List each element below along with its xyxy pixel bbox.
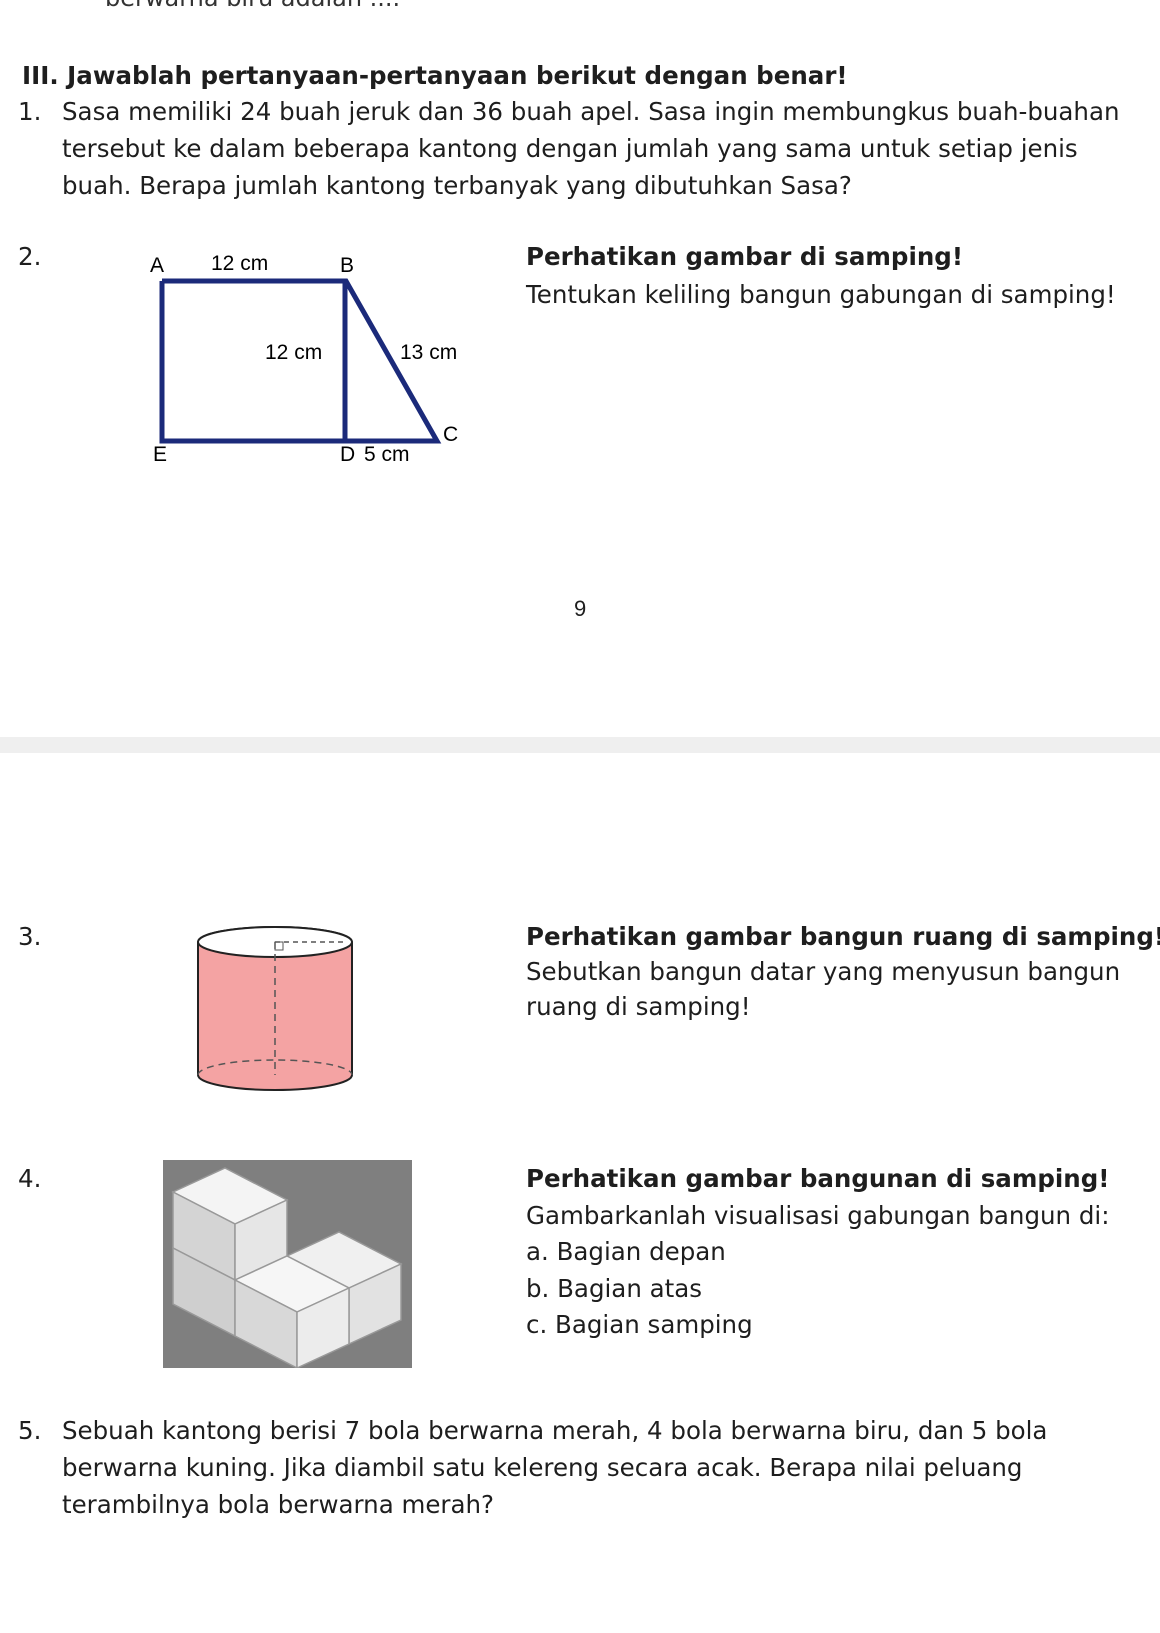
question-3-line-1: Sebutkan bangun datar yang menyusun bang…: [526, 957, 1121, 986]
segment-dc-label: 5 cm: [364, 443, 410, 466]
question-3-heading: Perhatikan gambar bangun ruang di sampin…: [526, 922, 1160, 951]
question-5-line-1: Sebuah kantong berisi 7 bola berwarna me…: [62, 1416, 1048, 1445]
question-1-line-1: Sasa memiliki 24 buah jeruk dan 36 buah …: [62, 97, 1120, 126]
question-4-number: 4.: [18, 1164, 42, 1193]
cube-building-image: [163, 1160, 412, 1370]
segment-bd-label: 12 cm: [265, 341, 322, 364]
composite-shape-figure: A 12 cm B 12 cm 13 cm C E D 5 cm: [150, 252, 458, 466]
question-4-text: Gambarkanlah visualisasi gabungan bangun…: [526, 1201, 1110, 1230]
question-1-number: 1.: [18, 97, 42, 126]
question-2-text: Tentukan keliling bangun gabungan di sam…: [526, 280, 1116, 309]
question-3-line-2: ruang di samping!: [526, 992, 751, 1021]
question-5-number: 5.: [18, 1416, 42, 1445]
question-3-number: 3.: [18, 922, 42, 951]
point-d-label: D: [340, 443, 355, 466]
question-1-line-3: buah. Berapa jumlah kantong terbanyak ya…: [62, 171, 852, 200]
question-2-heading: Perhatikan gambar di samping!: [526, 242, 964, 271]
cylinder-figure: [197, 926, 353, 1091]
cylinder-hidden-bottom-edge: [197, 1059, 353, 1076]
point-e-label: E: [153, 443, 167, 466]
point-c-label: C: [443, 423, 458, 446]
point-a-label: A: [150, 254, 164, 277]
segment-bc-label: 13 cm: [400, 341, 457, 364]
cut-off-previous-line: berwarna biru adalah ....: [105, 0, 400, 17]
section-title: III. Jawablah pertanyaan-pertanyaan beri…: [22, 61, 848, 90]
question-2-number: 2.: [18, 242, 42, 271]
composite-shape-outline: [159, 278, 442, 444]
question-4-option-c: c. Bagian samping: [526, 1310, 753, 1339]
question-1-line-2: tersebut ke dalam beberapa kantong denga…: [62, 134, 1078, 163]
question-4-option-a: a. Bagian depan: [526, 1237, 726, 1266]
question-4-option-b: b. Bagian atas: [526, 1274, 703, 1303]
page-number: 9: [574, 596, 587, 621]
page-break-divider: [0, 737, 1160, 753]
cube-right-face: [296, 1286, 350, 1370]
question-5-line-3: terambilnya bola berwarna merah?: [62, 1490, 495, 1519]
point-b-label: B: [340, 254, 354, 277]
question-5-line-2: berwarna kuning. Jika diambil satu keler…: [62, 1453, 1023, 1482]
segment-ab-label: 12 cm: [211, 252, 268, 275]
cylinder-right-angle-mark: [274, 941, 284, 951]
question-4-heading: Perhatikan gambar bangunan di samping!: [526, 1164, 1110, 1193]
cube-building-drawing: [171, 1167, 403, 1370]
